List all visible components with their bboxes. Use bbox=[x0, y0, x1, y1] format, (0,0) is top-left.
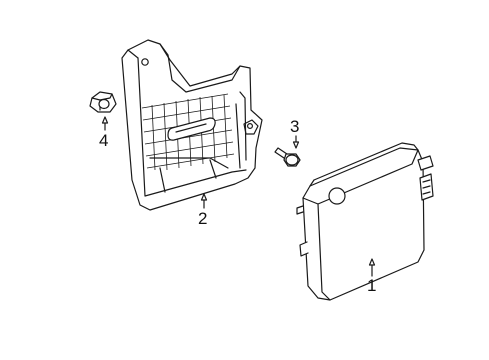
leader-arrows bbox=[101, 116, 376, 277]
nut-part-4 bbox=[89, 91, 117, 113]
callout-4: 4 bbox=[99, 131, 108, 150]
bracket-part-2 bbox=[121, 39, 263, 211]
bolt-part-3 bbox=[274, 147, 301, 167]
callout-2: 2 bbox=[198, 209, 207, 228]
module-part-1 bbox=[296, 142, 434, 301]
callout-1: 1 bbox=[367, 276, 376, 295]
callout-3: 3 bbox=[290, 117, 299, 136]
